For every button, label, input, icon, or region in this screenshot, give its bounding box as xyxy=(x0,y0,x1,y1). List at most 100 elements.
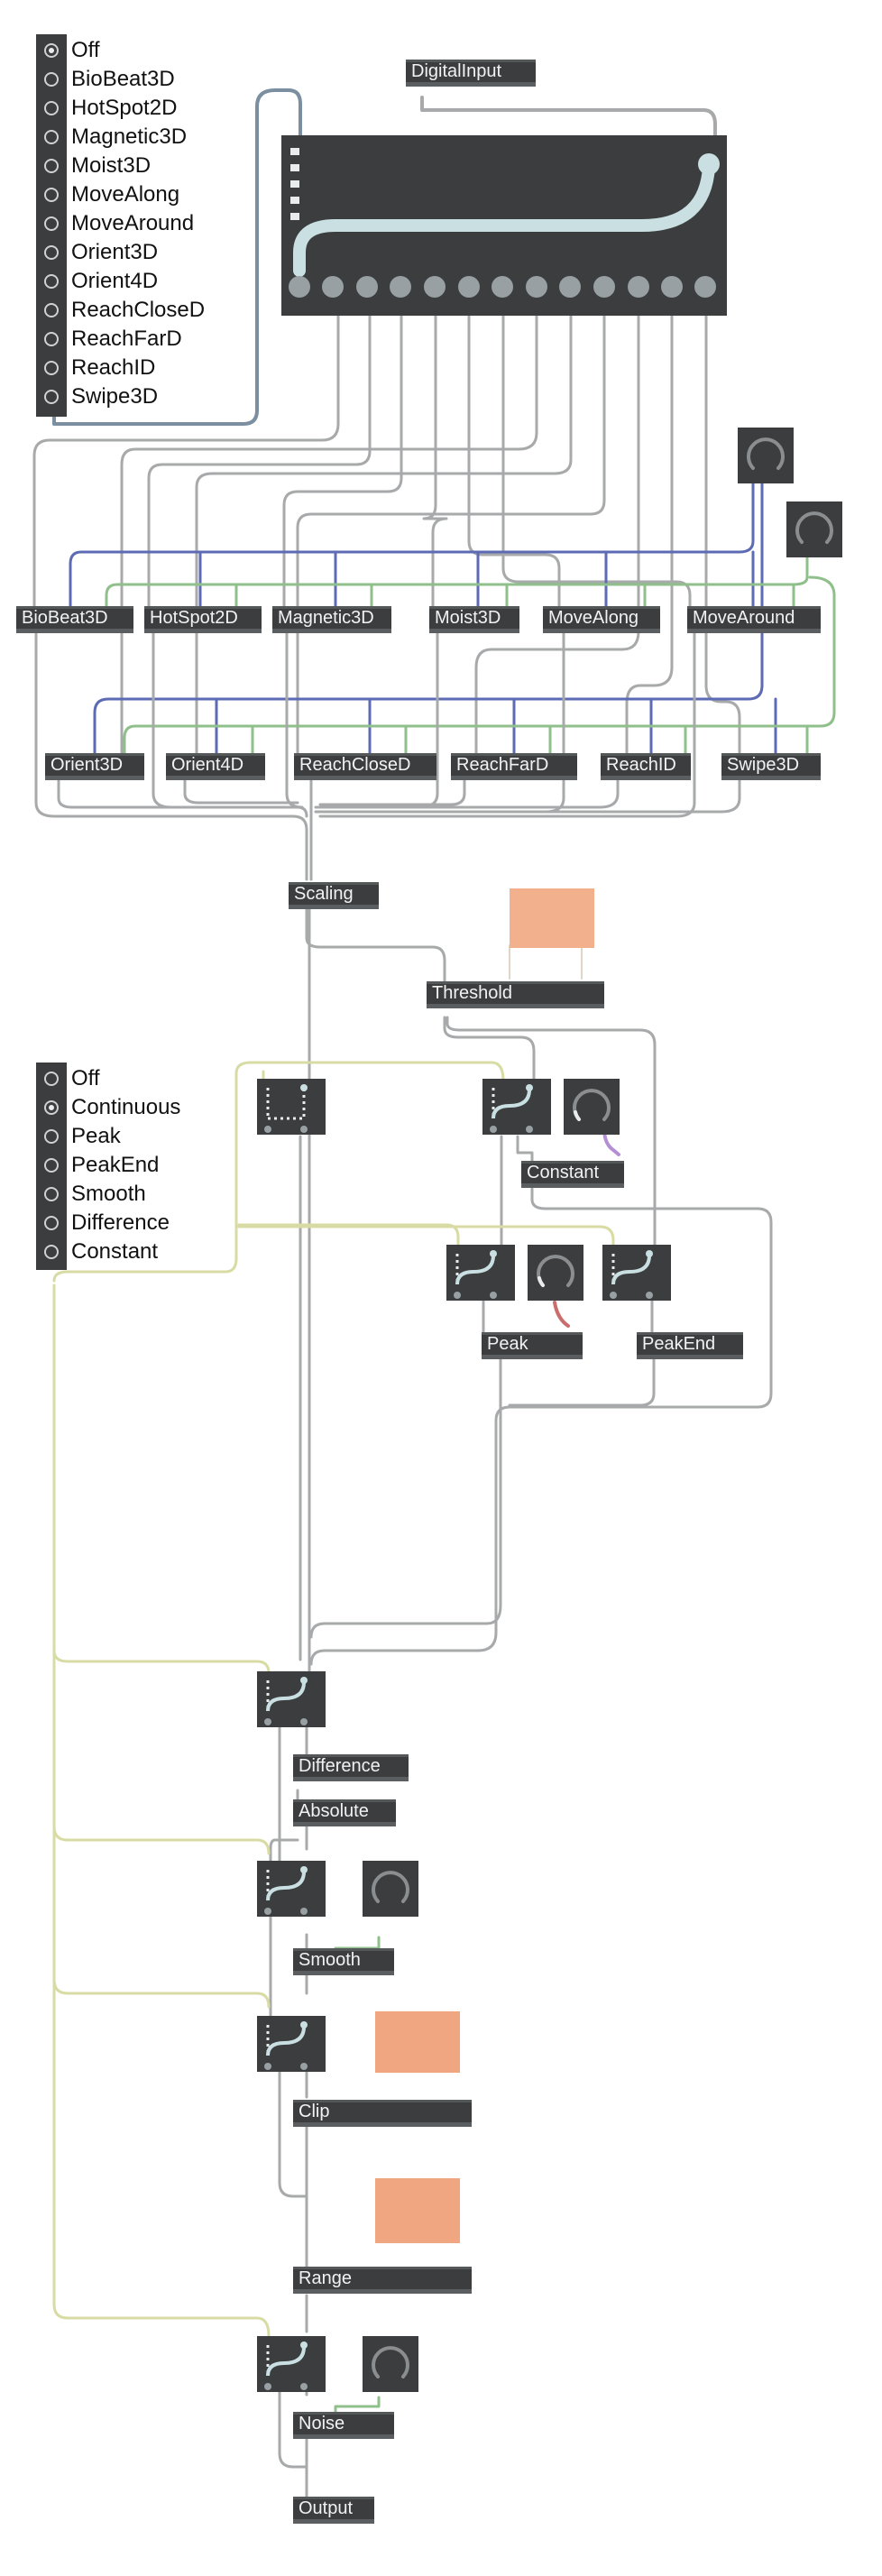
gate-noise[interactable] xyxy=(257,2336,326,2392)
mode-option-biobeat3d[interactable]: BioBeat3D xyxy=(37,65,175,94)
mode-option-reachfard[interactable]: ReachFarD xyxy=(37,325,182,354)
smooth-object[interactable]: Smooth xyxy=(293,1948,394,1975)
magnetic3d-object[interactable]: Magnetic3D xyxy=(272,606,391,633)
swipe3d-object[interactable]: Swipe3D xyxy=(721,753,821,780)
process-option-constant[interactable]: Constant xyxy=(37,1237,158,1266)
green-dial[interactable] xyxy=(786,501,842,557)
difference-object[interactable]: Difference xyxy=(293,1754,409,1781)
smooth-dial[interactable] xyxy=(363,1861,418,1917)
orient4d-object[interactable]: Orient4D xyxy=(166,753,265,780)
output-object[interactable]: Output xyxy=(293,2497,374,2524)
radio-label: HotSpot2D xyxy=(71,96,178,120)
object-label: Scaling xyxy=(294,884,354,904)
process-option-smooth[interactable]: Smooth xyxy=(37,1180,146,1209)
reachid-object[interactable]: ReachID xyxy=(601,753,691,780)
gate-constant[interactable] xyxy=(482,1079,551,1135)
scaling-object[interactable]: Scaling xyxy=(289,882,379,909)
noise-object[interactable]: Noise xyxy=(293,2412,394,2439)
constant-object[interactable]: Constant xyxy=(521,1161,624,1188)
mode-option-movearound[interactable]: MoveAround xyxy=(37,209,194,238)
radio-label: ReachID xyxy=(71,355,156,380)
radio-unselected-icon xyxy=(44,390,59,404)
radio-unselected-icon xyxy=(44,1187,59,1201)
object-label: PeakEnd xyxy=(642,1334,716,1354)
radio-unselected-icon xyxy=(44,1158,59,1173)
object-label: ReachFarD xyxy=(456,755,549,775)
object-label: Peak xyxy=(487,1334,528,1354)
gate-peak[interactable] xyxy=(446,1245,515,1301)
mode-option-reachclosed[interactable]: ReachCloseD xyxy=(37,296,205,325)
input-router[interactable] xyxy=(281,135,727,316)
router-graphic xyxy=(289,148,720,298)
radio-unselected-icon xyxy=(44,101,59,115)
radio-label: Constant xyxy=(71,1239,159,1264)
mode-option-swipe3d[interactable]: Swipe3D xyxy=(37,382,158,411)
radio-unselected-icon xyxy=(44,188,59,202)
radio-label: Difference xyxy=(71,1210,170,1235)
gate-peakend[interactable] xyxy=(602,1245,671,1301)
orient3d-object[interactable]: Orient3D xyxy=(45,753,144,780)
object-label: HotSpot2D xyxy=(150,608,238,628)
gate-smooth[interactable] xyxy=(257,1861,326,1917)
radio-label: ReachCloseD xyxy=(71,298,206,322)
range-object[interactable]: Range xyxy=(293,2267,472,2294)
constant-dial[interactable] xyxy=(564,1079,620,1135)
radio-selected-icon xyxy=(44,43,59,58)
process-option-peakend[interactable]: PeakEnd xyxy=(37,1151,159,1180)
radio-unselected-icon xyxy=(44,274,59,289)
reachclosed-object[interactable]: ReachCloseD xyxy=(294,753,436,780)
gate-clip[interactable] xyxy=(257,2016,326,2072)
radio-label: MoveAround xyxy=(71,211,195,235)
process-option-off[interactable]: Off xyxy=(37,1064,100,1093)
object-label: Noise xyxy=(299,2414,345,2433)
hotspot2d-object[interactable]: HotSpot2D xyxy=(144,606,262,633)
object-label: MoveAlong xyxy=(548,608,639,628)
mode-option-orient3d[interactable]: Orient3D xyxy=(37,238,158,267)
gate-difference[interactable] xyxy=(257,1671,326,1727)
object-label: BioBeat3D xyxy=(22,608,108,628)
object-label: ReachID xyxy=(606,755,676,775)
mode-option-hotspot2d[interactable]: HotSpot2D xyxy=(37,94,177,123)
mode-option-moist3d[interactable]: Moist3D xyxy=(37,152,151,180)
process-option-continuous[interactable]: Continuous xyxy=(37,1093,180,1122)
mode-option-movealong[interactable]: MoveAlong xyxy=(37,180,179,209)
radio-label: Smooth xyxy=(71,1182,146,1206)
peak-object[interactable]: Peak xyxy=(482,1332,583,1359)
object-label: Constant xyxy=(527,1163,600,1182)
movearound-object[interactable]: MoveAround xyxy=(687,606,821,633)
absolute-object[interactable]: Absolute xyxy=(293,1799,396,1826)
object-label: Threshold xyxy=(432,983,512,1003)
dial-icon xyxy=(537,1255,574,1287)
threshold-object[interactable]: Threshold xyxy=(427,981,604,1008)
peak-dial[interactable] xyxy=(528,1245,583,1301)
radio-unselected-icon xyxy=(44,72,59,87)
gate-continuous[interactable] xyxy=(257,1079,326,1135)
process-option-peak[interactable]: Peak xyxy=(37,1122,121,1151)
blue-dial[interactable] xyxy=(738,428,794,483)
clip-object[interactable]: Clip xyxy=(293,2100,472,2127)
radio-unselected-icon xyxy=(44,1245,59,1259)
movealong-object[interactable]: MoveAlong xyxy=(543,606,660,633)
radio-label: Off xyxy=(71,1066,100,1090)
digital-input-object[interactable]: DigitalInput xyxy=(406,60,536,87)
noise-dial[interactable] xyxy=(363,2336,418,2392)
biobeat3d-object[interactable]: BioBeat3D xyxy=(16,606,133,633)
dial-icon xyxy=(372,2346,409,2378)
radio-label: Continuous xyxy=(71,1095,181,1119)
radio-unselected-icon xyxy=(44,130,59,144)
clip-swatch[interactable] xyxy=(375,2011,460,2073)
process-option-difference[interactable]: Difference xyxy=(37,1209,170,1237)
reachfard-object[interactable]: ReachFarD xyxy=(451,753,577,780)
mode-option-off[interactable]: Off xyxy=(37,36,100,65)
radio-unselected-icon xyxy=(44,332,59,346)
peakend-object[interactable]: PeakEnd xyxy=(637,1332,743,1359)
gate-icon xyxy=(610,1250,653,1299)
mode-option-reachid[interactable]: ReachID xyxy=(37,354,155,382)
mode-option-magnetic3d[interactable]: Magnetic3D xyxy=(37,123,187,152)
gate-icon xyxy=(264,1866,308,1915)
threshold-swatch[interactable] xyxy=(510,888,594,948)
moist3d-object[interactable]: Moist3D xyxy=(429,606,519,633)
object-label: ReachCloseD xyxy=(299,755,411,775)
range-swatch[interactable] xyxy=(375,2178,460,2243)
mode-option-orient4d[interactable]: Orient4D xyxy=(37,267,158,296)
